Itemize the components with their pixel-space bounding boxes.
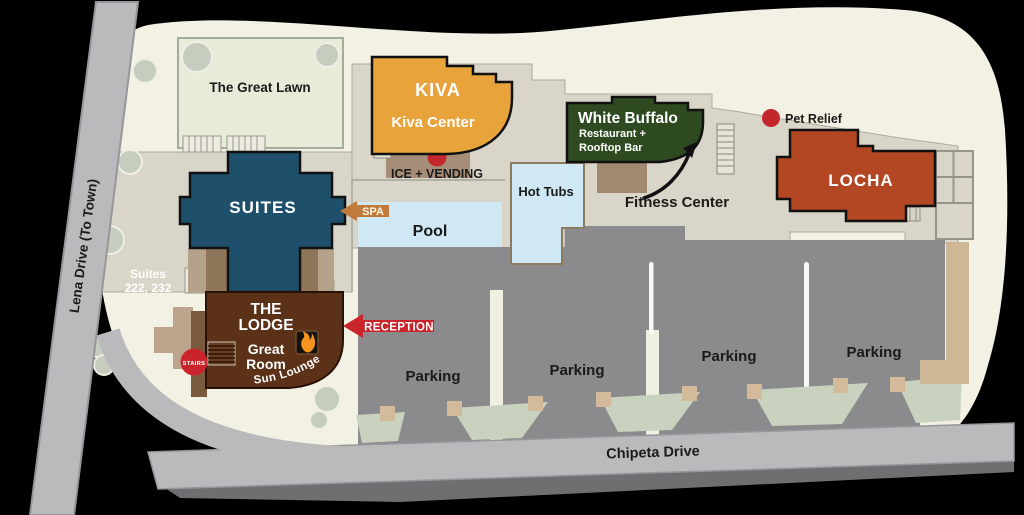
- white-buffalo-line2: Rooftop Bar: [579, 142, 643, 154]
- building-locha: [775, 128, 937, 223]
- walkway-right-lower: [920, 360, 969, 384]
- parking-label-4: Parking: [846, 344, 901, 361]
- walkway-pads: [380, 377, 905, 421]
- stairs-badge: STAIRS: [180, 348, 208, 376]
- chipeta-drive-road: [147, 422, 1015, 490]
- lena-drive-road: [28, 0, 140, 515]
- stairs-white-buffalo: [716, 123, 735, 175]
- reception-label: RECEPTION: [364, 322, 434, 334]
- hot-tubs-label: Hot Tubs: [518, 184, 573, 199]
- great-room-line2: Room: [246, 356, 286, 372]
- lodge-line1: THE: [251, 301, 282, 318]
- spa-label: SPA: [362, 206, 384, 218]
- pet-relief-marker: Pet Relief: [762, 109, 843, 127]
- stairs-badge-label: STAIRS: [183, 361, 206, 367]
- fitness-center-label: Fitness Center: [625, 194, 729, 211]
- fireplace-icon: [295, 330, 319, 355]
- white-buffalo-line1: Restaurant +: [579, 128, 646, 140]
- building-white-buffalo: [565, 95, 705, 164]
- fitness-center-arrow: [642, 142, 697, 200]
- parking-lane-line: [804, 262, 809, 392]
- suites-note-line2: 222, 232: [125, 281, 172, 295]
- great-lawn-label: The Great Lawn: [209, 80, 310, 95]
- walkway-right: [946, 242, 969, 364]
- parking-lane-line: [649, 262, 654, 334]
- kiva-title: KIVA: [415, 80, 461, 100]
- access-road-curve: [96, 328, 341, 470]
- building-kiva: [370, 55, 514, 156]
- locha-title: LOCHA: [828, 171, 893, 190]
- pool-label: Pool: [413, 223, 448, 240]
- stairs-suites-top: [182, 135, 266, 153]
- chipeta-drive-label: Chipeta Drive: [606, 444, 700, 463]
- kiva-subtitle: Kiva Center: [391, 114, 475, 131]
- white-buffalo-title: White Buffalo: [578, 110, 678, 127]
- structure-right-cells: [935, 150, 974, 240]
- courtyard-lines: [351, 179, 505, 292]
- suites-note-line1: Suites: [130, 267, 166, 281]
- pet-relief-label: Pet Relief: [785, 112, 843, 126]
- parking-label-1: Parking: [405, 368, 460, 385]
- parking-divider: [490, 290, 503, 440]
- building-lodge: [205, 291, 344, 389]
- parking-label-2: Parking: [549, 362, 604, 379]
- lodge-line2: LODGE: [238, 317, 293, 334]
- stairs-great-room: [207, 341, 236, 366]
- parking-label-3: Parking: [701, 348, 756, 365]
- spa-marker: SPA: [340, 201, 389, 221]
- great-room-line1: Great: [248, 341, 285, 357]
- chipeta-drive-shadow: [165, 458, 1014, 502]
- ice-vending-label: ICE + VENDING: [391, 167, 483, 181]
- suites-title: SUITES: [229, 198, 296, 217]
- reception-marker: RECEPTION: [343, 314, 434, 338]
